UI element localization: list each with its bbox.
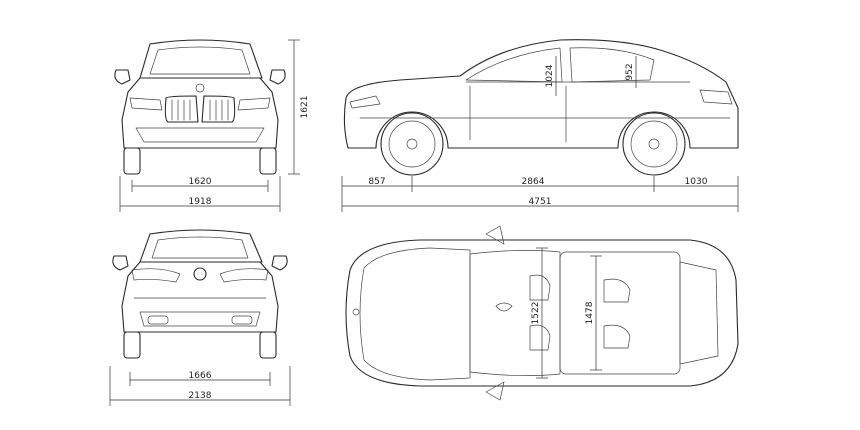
top-view: 1522 1478 <box>345 225 739 401</box>
height-label: 1621 <box>300 96 310 119</box>
side-view: 1024 952 857 2864 1030 4751 <box>341 39 739 212</box>
shoulder-rear-label: 1478 <box>585 301 595 324</box>
front-overhang-label: 857 <box>368 177 385 187</box>
height-dimension: 1621 <box>288 39 310 175</box>
headroom-front-label: 1024 <box>545 64 555 87</box>
rear-track-label: 1666 <box>189 371 212 381</box>
front-track-label: 1620 <box>189 177 212 187</box>
rear-overhang-label: 1030 <box>685 177 708 187</box>
front-view: 1620 1918 <box>114 39 286 212</box>
rear-width-label: 2138 <box>189 391 212 401</box>
rear-view: 1666 2138 <box>109 229 291 406</box>
wheelbase-label: 2864 <box>522 177 545 187</box>
length-label: 4751 <box>529 197 552 207</box>
front-width-label: 1918 <box>189 197 212 207</box>
shoulder-front-label: 1522 <box>531 302 541 325</box>
headroom-rear-label: 952 <box>625 63 635 80</box>
